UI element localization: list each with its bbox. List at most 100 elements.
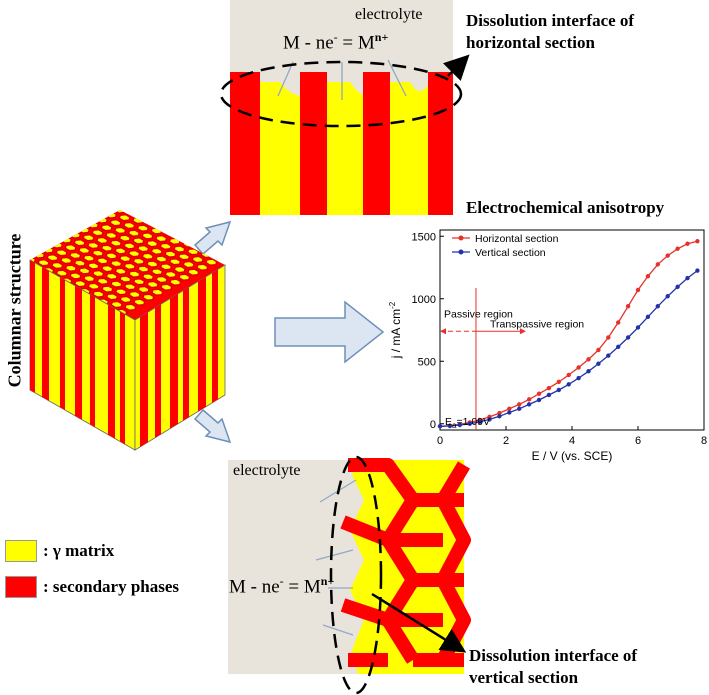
equation-superscript: - (333, 30, 338, 44)
secondary-phase-column (42, 266, 49, 411)
hex-grain (69, 272, 82, 280)
hex-grain (50, 241, 64, 249)
legend-swatch-yellow (5, 540, 37, 562)
hex-grain (164, 250, 177, 258)
hex-grain (141, 293, 155, 302)
hex-grain (101, 285, 114, 293)
hex-grain (123, 262, 137, 271)
data-point (695, 239, 700, 244)
hex-grain (105, 252, 118, 260)
data-point (675, 246, 680, 251)
hex-grain (77, 226, 91, 234)
hex-grain (195, 263, 209, 272)
hex-grain (46, 253, 60, 262)
hex-grain (110, 300, 124, 309)
hex-grain (86, 241, 100, 250)
legend-marker (458, 235, 464, 241)
horizontal-callout-label: Dissolution interface of horizontal sect… (466, 10, 634, 54)
data-point (566, 382, 571, 387)
hex-grain (168, 257, 182, 266)
hex-grain (87, 262, 100, 270)
block-arrow-down (193, 408, 232, 444)
legend-marker (458, 249, 464, 255)
hex-grain (136, 244, 150, 253)
hex-grain (173, 265, 187, 274)
hex-grain (154, 234, 168, 243)
hex-grain (145, 219, 159, 227)
y-axis-label-superscript: -2 (388, 301, 397, 309)
equation-text: = M (283, 576, 321, 598)
data-point (507, 406, 512, 411)
equation-text: = M (337, 32, 375, 54)
data-point (437, 424, 443, 429)
hex-grain (68, 251, 82, 260)
hex-grain (177, 252, 191, 261)
hex-grain (90, 210, 104, 217)
vertical-interface-ellipse (329, 455, 383, 695)
hex-grain (128, 290, 142, 299)
bottom-reaction-equation: M - ne- = Mn+ (229, 574, 334, 598)
hex-grain (141, 252, 155, 261)
data-point (606, 335, 611, 340)
data-point (546, 385, 552, 391)
y-tick-label: 1500 (412, 231, 436, 243)
hex-grain (200, 250, 214, 259)
hex-grain (141, 272, 155, 281)
hex-grain (128, 270, 141, 278)
ea-label: Ea=1.09V (445, 416, 490, 430)
hex-grain (172, 224, 186, 233)
legend-item-matrix: : γ matrix (5, 540, 179, 562)
dissolution-arrow (277, 61, 294, 97)
data-point (507, 410, 512, 415)
hex-grain (55, 248, 69, 257)
hex-grain (55, 269, 69, 277)
hex-grain (91, 269, 105, 278)
ea-label-subscript: a (452, 421, 457, 430)
hex-grain (82, 233, 96, 242)
callout-line: horizontal section (466, 33, 595, 52)
secondary-phase-column (230, 72, 260, 215)
vertical-section-panel (228, 458, 471, 674)
hex-grain (150, 267, 164, 276)
hex-grain (182, 260, 196, 269)
hex-grain (96, 277, 110, 286)
hex-grain (127, 249, 141, 258)
hex-grain (145, 239, 159, 248)
data-point (517, 402, 522, 407)
hex-grain (91, 228, 105, 237)
vertical-section-drawing (228, 458, 471, 674)
data-point (596, 361, 601, 366)
hex-grain (177, 273, 191, 282)
hex-grain (159, 222, 172, 230)
columnar-structure-block (29, 210, 226, 451)
dissolution-arrow (322, 624, 354, 636)
hex-grain (150, 247, 164, 256)
hex-grain (123, 303, 137, 312)
hex-grain (30, 243, 41, 252)
hex-grain (132, 237, 145, 245)
hex-grain (64, 243, 78, 252)
side-columns (140, 269, 218, 450)
secondary-phase-column (75, 285, 82, 430)
hex-grain (123, 282, 137, 291)
hex-grain (110, 280, 123, 288)
hex-grain (127, 229, 141, 237)
matrix-region (230, 80, 453, 215)
hex-grain (114, 287, 128, 296)
y-axis-label: j / mA cm-2 (388, 301, 403, 359)
x-tick-label: 4 (569, 435, 575, 447)
hex-grain (127, 210, 141, 217)
data-point (645, 274, 651, 279)
hex-grain (173, 245, 186, 253)
data-point (695, 268, 700, 273)
hex-grain (109, 218, 123, 227)
hex-grain (168, 278, 182, 287)
hex-grain (118, 234, 132, 242)
data-point (477, 419, 482, 425)
hex-grain (163, 229, 177, 238)
secondary-phase-column (140, 312, 148, 450)
legend-label: : secondary phases (43, 577, 180, 596)
hex-grain (64, 264, 78, 272)
